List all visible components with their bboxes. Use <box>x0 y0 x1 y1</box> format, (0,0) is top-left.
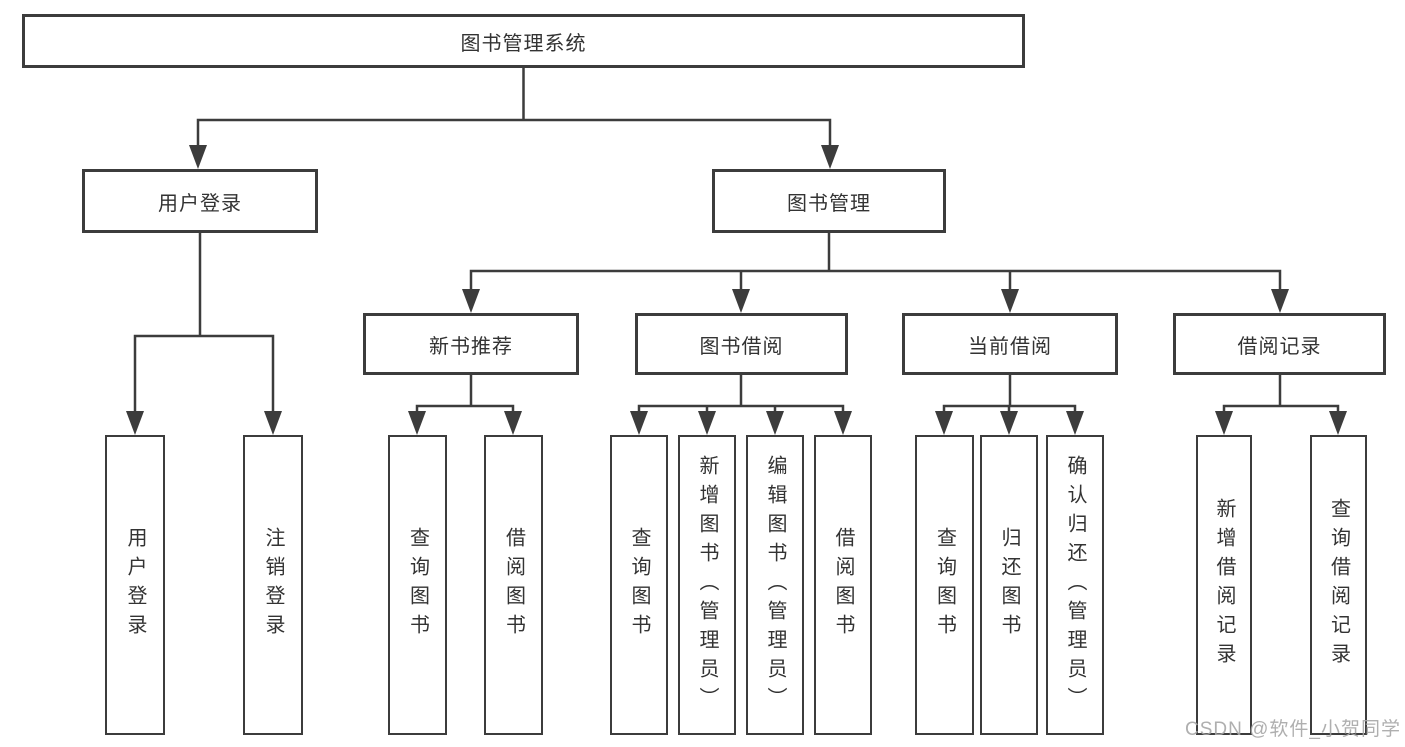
connector-book-management-to-level2 <box>462 233 1289 313</box>
node-current-borrow: 当前借阅 <box>902 313 1118 375</box>
leaf-borrow-books: 借阅图书 <box>814 435 872 735</box>
leaf-add-books-admin: 新增图书（管理员） <box>678 435 736 735</box>
connector-new-book-recommend-to-leaves <box>408 375 522 435</box>
leaf-query-borrow-record-label: 查询借阅记录 <box>1327 498 1350 672</box>
node-book-borrow: 图书借阅 <box>635 313 848 375</box>
node-new-book-recommend-label: 新书推荐 <box>429 335 513 358</box>
node-borrow-records-label: 借阅记录 <box>1237 335 1322 358</box>
leaf-confirm-return-admin: 确认归还（管理员） <box>1046 435 1104 735</box>
leaf-query-books-current: 查询图书 <box>915 435 974 735</box>
connector-current-borrow-to-leaves <box>935 375 1084 435</box>
node-user-login: 用户登录 <box>82 169 318 233</box>
leaf-query-books-recommend-label: 查询图书 <box>406 527 429 643</box>
node-root: 图书管理系统 <box>22 14 1025 68</box>
leaf-confirm-return-admin-label: 确认归还（管理员） <box>1064 454 1086 716</box>
connector-borrow-records-to-leaves <box>1215 375 1347 435</box>
node-book-borrow-label: 图书借阅 <box>699 335 784 358</box>
leaf-query-books-recommend: 查询图书 <box>388 435 447 735</box>
leaf-return-books-label: 归还图书 <box>998 527 1020 643</box>
leaf-logout-label: 注销登录 <box>262 527 284 643</box>
node-user-login-label: 用户登录 <box>158 192 242 215</box>
node-current-borrow-label: 当前借阅 <box>968 335 1052 358</box>
leaf-query-books-borrow: 查询图书 <box>610 435 668 735</box>
connector-user-login-to-leaves <box>126 233 282 435</box>
csdn-watermark: CSDN @软件_小贺同学 <box>1185 719 1401 740</box>
connector-book-borrow-to-leaves <box>630 375 852 435</box>
leaf-borrow-books-label: 借阅图书 <box>832 527 854 643</box>
leaf-borrow-books-recommend: 借阅图书 <box>484 435 543 735</box>
connector-root-to-level1 <box>189 68 839 169</box>
leaf-query-borrow-record: 查询借阅记录 <box>1310 435 1367 735</box>
leaf-logout: 注销登录 <box>243 435 303 735</box>
node-root-label: 图书管理系统 <box>460 32 587 55</box>
leaf-user-login: 用户登录 <box>105 435 165 735</box>
leaf-add-borrow-record-label: 新增借阅记录 <box>1213 498 1235 672</box>
leaf-query-books-current-label: 查询图书 <box>933 527 956 643</box>
leaf-query-books-borrow-label: 查询图书 <box>628 527 650 643</box>
leaf-return-books: 归还图书 <box>980 435 1038 735</box>
node-book-management: 图书管理 <box>712 169 946 233</box>
leaf-edit-books-admin: 编辑图书（管理员） <box>746 435 804 735</box>
node-borrow-records: 借阅记录 <box>1173 313 1386 375</box>
leaf-user-login-label: 用户登录 <box>124 527 146 643</box>
leaf-edit-books-admin-label: 编辑图书（管理员） <box>764 454 786 716</box>
leaf-borrow-books-recommend-label: 借阅图书 <box>502 527 525 643</box>
leaf-add-books-admin-label: 新增图书（管理员） <box>696 454 718 716</box>
node-book-management-label: 图书管理 <box>787 192 871 215</box>
leaf-add-borrow-record: 新增借阅记录 <box>1196 435 1252 735</box>
node-new-book-recommend: 新书推荐 <box>363 313 579 375</box>
